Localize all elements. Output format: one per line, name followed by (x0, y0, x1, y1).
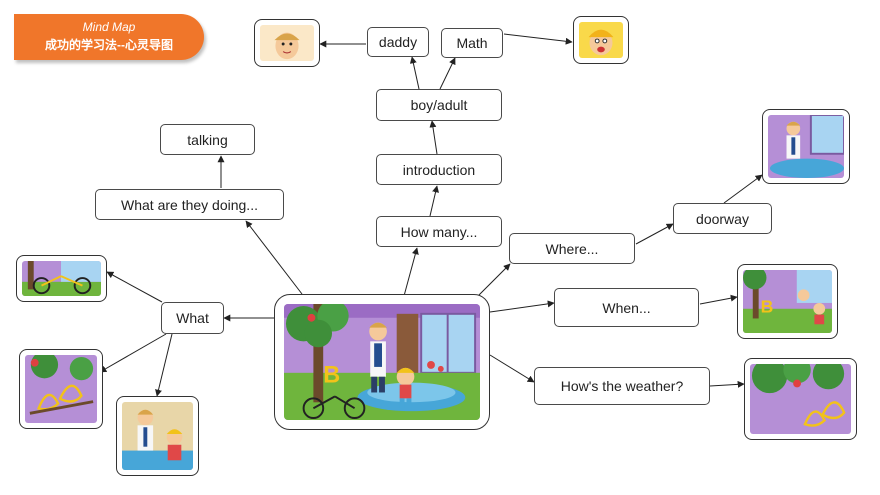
scene-with-letter-b-illustration: B (743, 270, 832, 333)
node-introduction[interactable]: introduction (376, 154, 502, 185)
edge-what-bicycle (106, 271, 163, 303)
edge-math-boyface (503, 33, 573, 45)
edge-howmany-introduction (429, 185, 439, 217)
node-when[interactable]: When... (554, 288, 699, 327)
node-weather[interactable]: How's the weather? (534, 367, 710, 405)
birds-image[interactable] (19, 349, 103, 429)
node-math[interactable]: Math (441, 28, 503, 58)
edge-boyadult-daddy (409, 56, 420, 90)
when-scene-image[interactable]: B (737, 264, 838, 339)
edge-center-whatdoing (245, 220, 303, 295)
edge-what-birds (99, 333, 167, 373)
edge-center-weather (489, 354, 535, 383)
node-how-many[interactable]: How many... (376, 216, 502, 247)
edge-introduction-boyadult (429, 120, 438, 155)
weather-scene-image[interactable] (744, 358, 857, 440)
node-where[interactable]: Where... (509, 233, 635, 264)
node-what[interactable]: What (161, 302, 224, 334)
edge-center-where (477, 263, 511, 297)
edge-doorway-doorpic (723, 174, 763, 204)
mind-map-banner: Mind Map 成功的学习法--心灵导图 (14, 14, 204, 60)
man-at-doorway-illustration (768, 115, 844, 178)
boy-face-image[interactable] (573, 16, 629, 64)
people-image[interactable] (116, 396, 199, 476)
bicycle-image[interactable] (16, 255, 107, 302)
node-talking[interactable]: talking (160, 124, 255, 155)
svg-text:B: B (761, 297, 774, 317)
banner-subtitle: 成功的学习法--心灵导图 (45, 38, 173, 52)
classroom-scene-illustration: B (284, 304, 480, 420)
banner-title: Mind Map (82, 20, 136, 34)
man-and-boy-illustration (122, 402, 193, 470)
edge-boyadult-math (439, 57, 456, 90)
edge-weather-weatherpic (709, 380, 745, 388)
svg-text:B: B (323, 362, 340, 388)
dad-face-image[interactable] (254, 19, 320, 67)
birds-on-tree-illustration (25, 355, 97, 423)
node-boy-adult[interactable]: boy/adult (376, 89, 502, 121)
bicycle-illustration (22, 261, 101, 296)
edge-where-doorway (635, 223, 674, 245)
edge-when-whenpic (699, 294, 738, 305)
edge-what-people (155, 333, 173, 397)
doorway-image[interactable] (762, 109, 850, 184)
node-doorway[interactable]: doorway (673, 203, 772, 234)
center-scene-image[interactable]: B (274, 294, 490, 430)
edge-center-howmany (403, 247, 419, 297)
node-what-doing[interactable]: What are they doing... (95, 189, 284, 220)
boy-face-illustration (579, 22, 623, 58)
man-face-illustration (260, 25, 314, 61)
edge-center-when (489, 300, 555, 313)
tree-with-birds-illustration (750, 364, 851, 434)
node-daddy[interactable]: daddy (367, 27, 429, 57)
